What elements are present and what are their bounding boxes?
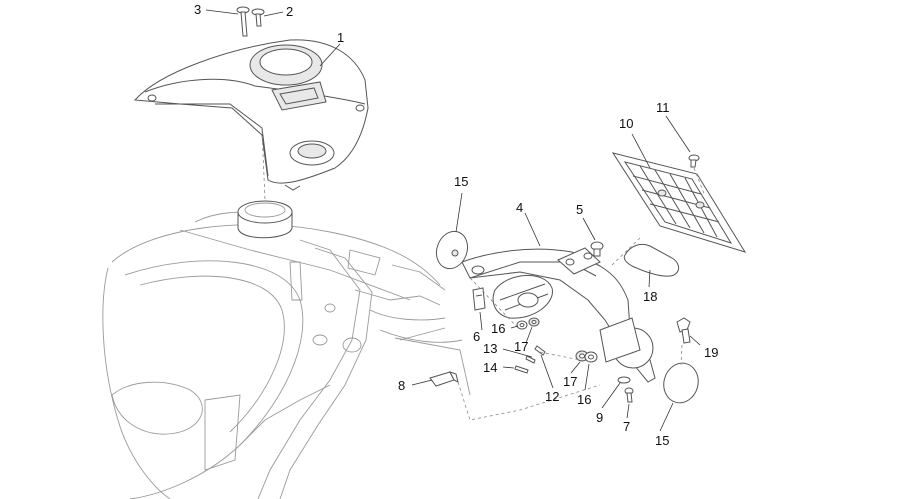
callout-5: 5 <box>576 202 583 217</box>
part-2-short-screw <box>251 8 265 27</box>
callout-4: 4 <box>516 200 523 215</box>
part-15-reflector-top <box>435 230 469 270</box>
part-9-washer <box>617 376 631 384</box>
callout-15-top: 15 <box>454 174 468 189</box>
scooter-body-frame <box>102 211 471 499</box>
callout-17-right: 17 <box>563 374 577 389</box>
assembly-lines <box>261 129 706 421</box>
part-14-pin <box>514 365 529 374</box>
callout-11: 11 <box>656 100 670 115</box>
callout-10: 10 <box>619 116 633 131</box>
callout-14: 14 <box>483 360 497 375</box>
callout-7: 7 <box>623 419 630 434</box>
callout-17-left: 17 <box>514 339 528 354</box>
callout-12: 12 <box>545 389 559 404</box>
part-5-screw <box>590 241 604 257</box>
part-6-clip <box>472 287 486 311</box>
part-7-screw <box>624 387 634 403</box>
part-12-pin <box>534 345 546 356</box>
callout-3: 3 <box>194 2 201 17</box>
callout-16-right: 16 <box>577 392 591 407</box>
part-15-reflector-bottom <box>663 362 699 404</box>
callout-6: 6 <box>473 329 480 344</box>
callout-2: 2 <box>286 4 293 19</box>
part-19-bolt <box>676 317 691 344</box>
callout-19: 19 <box>704 345 718 360</box>
callout-9: 9 <box>596 410 603 425</box>
leader-lines <box>205 9 701 432</box>
part-1-rear-cover <box>133 39 369 191</box>
part-16-washer-left <box>516 320 528 330</box>
part-13-pin <box>525 355 536 364</box>
fuel-cap <box>237 200 293 239</box>
callout-13: 13 <box>483 341 497 356</box>
callout-1: 1 <box>337 30 344 45</box>
part-16-washer-right <box>584 351 598 363</box>
part-18-rubber-pad <box>623 243 679 277</box>
callout-16-left: 16 <box>491 321 505 336</box>
callout-15-bottom: 15 <box>655 433 669 448</box>
callout-8: 8 <box>398 378 405 393</box>
part-17-nut-left <box>528 317 540 327</box>
part-11-screw <box>688 154 700 168</box>
part-3-long-screw <box>236 6 250 37</box>
callout-labels: 3 2 1 15 4 5 11 10 18 6 16 17 13 14 8 12… <box>194 2 718 448</box>
part-8-clip <box>429 371 459 387</box>
part-4-plate-holder <box>461 247 656 383</box>
part-10-licence-plate <box>611 152 747 253</box>
callout-18: 18 <box>643 289 657 304</box>
